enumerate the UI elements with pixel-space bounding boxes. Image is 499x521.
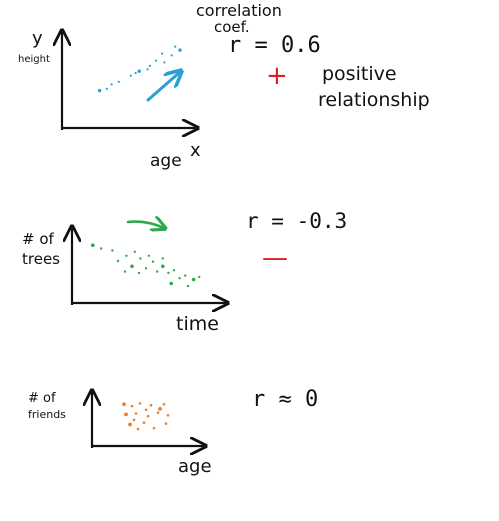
scatter-point (174, 45, 177, 48)
scatter-point (97, 88, 102, 93)
meaning-line2: relationship (318, 89, 430, 111)
y-axis-label-2-line1: # of (22, 230, 55, 248)
scatter-point (163, 61, 166, 64)
scatter-points-1 (97, 45, 182, 93)
r-value-1: r = 0.6 (228, 33, 321, 58)
scatter-point (146, 414, 150, 418)
scatter-point (156, 411, 160, 414)
plot-1: correlation coef. r = 0.6 + positive rel… (18, 1, 430, 171)
plot-2: r = -0.3 — # of trees time (22, 209, 347, 335)
x-axis-label-age-1: age (150, 151, 182, 171)
meaning-line1: positive (322, 63, 397, 85)
scatter-point (191, 277, 196, 282)
arrow-up-right-icon (146, 72, 180, 102)
plot-3: r ≈ 0 # of friends age (28, 387, 318, 477)
scatter-point (156, 270, 159, 273)
scatter-point (198, 275, 201, 279)
scatter-point (91, 243, 95, 247)
scatter-point (172, 269, 176, 272)
scatter-point (161, 264, 165, 269)
y-axis-label-height: height (18, 54, 50, 65)
scatter-point (178, 48, 182, 52)
scatter-point (147, 254, 150, 257)
scatter-point (116, 259, 120, 263)
scatter-point (146, 68, 149, 71)
scatter-point (164, 422, 168, 425)
scatter-point (117, 80, 120, 83)
scatter-point (138, 402, 142, 405)
r-value-3: r ≈ 0 (252, 387, 318, 412)
scatter-point (184, 274, 187, 277)
scatter-point (139, 257, 142, 260)
scatter-point (136, 427, 140, 431)
scatter-point (132, 418, 136, 422)
scatter-point (133, 250, 136, 253)
scatter-point (123, 270, 127, 273)
y-axis-label-3-line1: # of (28, 391, 56, 406)
scatter-point (144, 408, 148, 412)
scatter-point (134, 71, 137, 75)
scatter-point (100, 247, 103, 250)
scatter-point (167, 271, 170, 275)
scatter-point (111, 249, 114, 252)
scatter-point (124, 412, 128, 417)
scatter-point (160, 52, 164, 55)
scatter-point (125, 254, 128, 257)
x-axis-letter: x (190, 140, 201, 161)
scatter-point (144, 267, 148, 270)
x-axis-label-age-3: age (178, 456, 212, 477)
x-axis-label-time: time (176, 313, 219, 335)
scatter-points-3 (122, 402, 170, 431)
scatter-point (158, 407, 162, 411)
correlation-title-line1: correlation (196, 1, 282, 20)
scatter-point (137, 69, 141, 73)
scatter-point (149, 403, 153, 407)
y-axis-letter: y (32, 28, 43, 49)
plus-sign: + (266, 61, 288, 91)
scatter-point (178, 277, 181, 280)
scatter-point (154, 59, 158, 62)
y-axis-label-3-line2: friends (28, 408, 66, 421)
scatter-point (162, 403, 166, 406)
scatter-point (110, 83, 113, 86)
scatter-point (186, 284, 190, 288)
scatter-point (161, 257, 164, 260)
r-value-2: r = -0.3 (246, 209, 347, 233)
scatter-point (129, 74, 132, 77)
arrow-right-down-icon (126, 222, 164, 228)
scatter-point (170, 54, 173, 57)
scatter-point (130, 264, 134, 269)
scatter-point (169, 281, 173, 286)
scatter-point (130, 404, 134, 408)
scatter-point (152, 426, 156, 430)
correlation-title-line2: coef. (214, 18, 250, 36)
minus-sign: — (262, 243, 288, 273)
scatter-point (105, 87, 108, 90)
scatter-point (128, 422, 132, 427)
scatter-points-2 (91, 243, 201, 288)
scatter-point (142, 421, 146, 425)
scatter-point (137, 271, 141, 275)
scatter-point (148, 64, 152, 67)
scatter-point (151, 260, 155, 263)
scatter-point (122, 402, 126, 407)
scatter-point (166, 414, 170, 417)
scatter-point (134, 412, 138, 415)
y-axis-label-2-line2: trees (22, 250, 60, 268)
